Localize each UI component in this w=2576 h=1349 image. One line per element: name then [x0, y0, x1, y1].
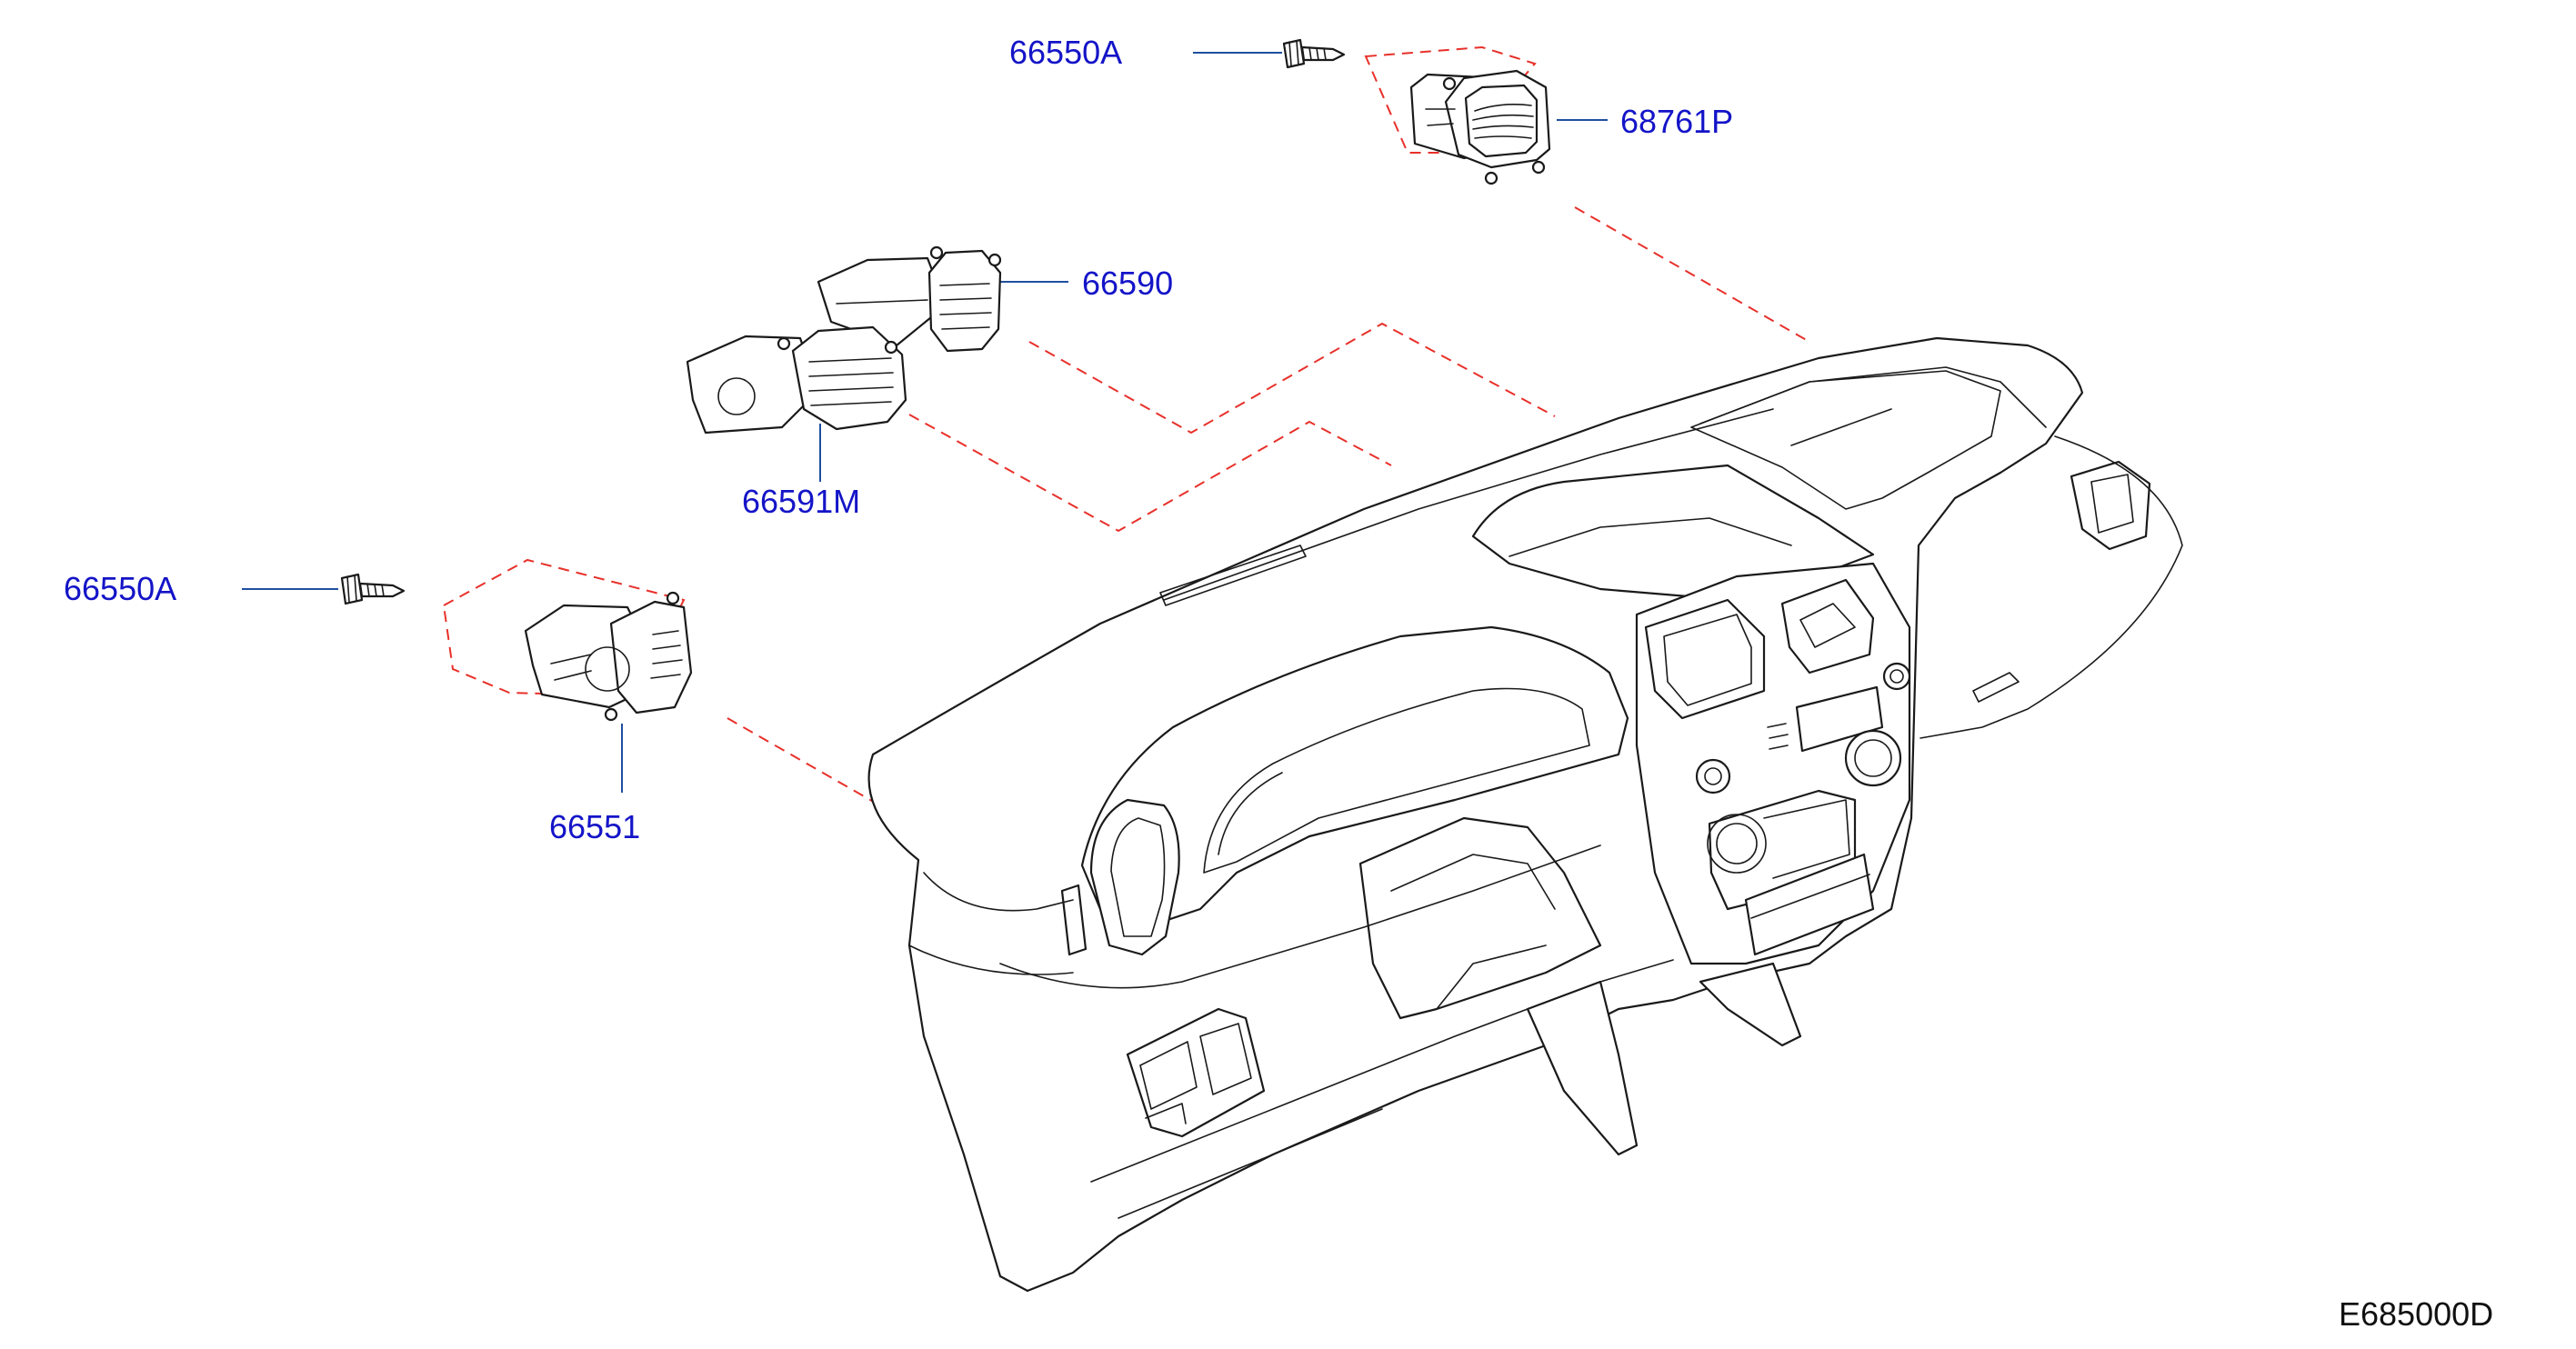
callout-side-vent-right: 66590: [1082, 265, 1173, 302]
diagram-code: E685000D: [2339, 1295, 2493, 1333]
callout-side-vent-bottom: 66551: [549, 808, 640, 845]
leader-lines: [242, 52, 1608, 793]
callout-screw-left: 66550A: [64, 570, 176, 607]
callout-screw-top: 66550A: [1009, 34, 1122, 71]
screw-left-icon: [340, 573, 406, 605]
side-vent-bottom-icon: [524, 591, 693, 722]
callout-center-vent: 68761P: [1620, 103, 1733, 140]
callout-labels: 66550A 68761P 66590 66591M 66550A 66551 …: [64, 34, 2493, 1333]
dashboard-assembly-icon: [867, 336, 2183, 1293]
center-vent-icon: [1409, 69, 1551, 185]
side-vent-right-icon: [817, 245, 1002, 353]
callout-side-vent-left: 66591M: [742, 483, 860, 520]
side-vent-left-icon: [686, 325, 907, 435]
screw-top-icon: [1282, 38, 1346, 69]
